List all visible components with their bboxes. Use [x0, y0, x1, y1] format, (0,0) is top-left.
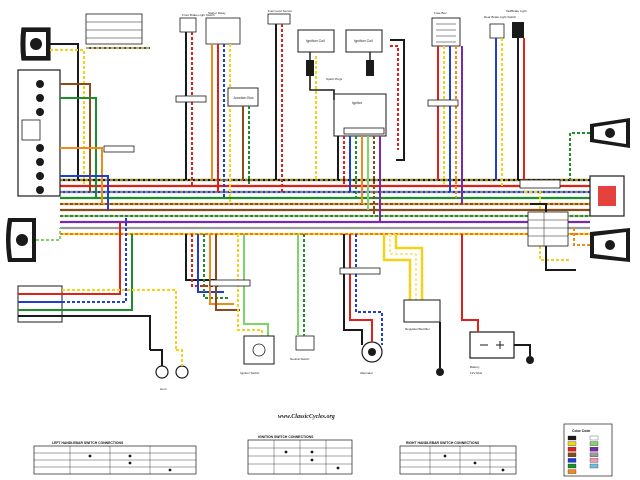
connector-blocks	[103, 95, 561, 287]
horn-label: Horn	[160, 387, 167, 391]
left-handlebar-table: LEFT HANDLEBAR SWITCH CONNECTIONS	[33, 441, 197, 475]
legend-swatch-brown	[567, 452, 577, 457]
starter-relay: Starter Relay	[205, 11, 241, 204]
left-turn-signal	[6, 218, 36, 262]
ignitor-label: Ignitor	[352, 101, 363, 105]
ignition-switch: Ignition Switch	[240, 335, 275, 375]
starter-relay-label: Starter Relay	[208, 11, 226, 15]
left-handlebar-table-title: LEFT HANDLEBAR SWITCH CONNECTIONS	[52, 441, 124, 445]
fuse-box: Fuse Box	[431, 11, 463, 204]
ignition-coil-label-1: Ignition Coil	[306, 39, 325, 43]
legend-swatch-white	[589, 435, 599, 441]
ignition-switch-table-title: IGNITION SWITCH CONNECTIONS	[258, 435, 314, 439]
legend-swatch-red	[567, 447, 577, 452]
right-handlebar-table: RIGHT HANDLEBAR SWITCH CONNECTIONS	[399, 441, 517, 475]
right-rear-turn-signal-bottom	[590, 228, 630, 262]
horn: Horn	[150, 349, 189, 391]
legend-swatch-pink	[589, 458, 599, 463]
legend-swatch-gray	[589, 452, 599, 457]
junction-box-label: Junction Box	[233, 96, 254, 100]
left-wires	[36, 43, 177, 350]
front-brake-switch-label: Front Brake Light Switch	[182, 13, 215, 17]
tail-brake-light-label: Tail/Brake Light	[506, 9, 527, 13]
ignition-coils: Ignition Coil Ignition Coil Spark Plugs	[297, 29, 383, 81]
alternator: Alternator	[343, 234, 383, 375]
front-brake-switch: Front Brake Light Switch	[179, 13, 215, 186]
rear-lamp-cluster	[589, 175, 625, 217]
ignition-switch-table: IGNITION SWITCH CONNECTIONS	[247, 435, 353, 475]
instrument-panel	[17, 69, 61, 197]
tail-brake-light: Tail/Brake Light	[506, 9, 527, 186]
legend-swatch-light-green	[589, 441, 599, 446]
spark-plug-label: Spark Plugs	[326, 77, 343, 81]
junction-box: Junction Box	[227, 87, 259, 186]
regulator-rectifier: Regulator/Rectifier	[403, 299, 441, 331]
legend-swatch-yellow	[567, 441, 577, 446]
battery: Battery 12V 9AH	[436, 234, 534, 376]
rear-brake-switch-label: Rear Brake Light Switch	[484, 15, 517, 19]
neutral-switch: Neutral Switch	[290, 234, 315, 361]
legend-swatch-black	[567, 435, 577, 441]
ignition-coil-label-2: Ignition Coil	[354, 39, 373, 43]
alternator-label: Alternator	[360, 371, 373, 375]
fuel-level-sensor: Fuel Level Sensor	[267, 9, 292, 192]
battery-spec: 12V 9AH	[470, 371, 482, 375]
left-switch-table-box	[85, 13, 150, 49]
legend-swatch-light-blue	[589, 463, 599, 469]
legend-swatch-orange	[567, 469, 577, 474]
legend-swatches	[567, 435, 599, 474]
website-watermark: www.ClassicCycles.org	[278, 414, 335, 420]
right-rear-turn-signal-top	[590, 118, 630, 148]
legend-swatch-blue	[567, 458, 577, 463]
fuse-box-label: Fuse Box	[434, 11, 447, 15]
neutral-switch-label: Neutral Switch	[290, 357, 310, 361]
lower-left-harness	[185, 234, 269, 340]
ignition-switch-label: Ignition Switch	[240, 371, 260, 375]
legend-swatch-purple	[589, 447, 599, 452]
color-legend-title: Color Code	[572, 429, 590, 433]
battery-label: Battery	[470, 365, 480, 369]
rear-brake-switch: Rear Brake Light Switch	[484, 15, 517, 186]
right-switch-table-box	[527, 211, 569, 247]
color-legend: Color Code	[563, 423, 613, 477]
fuel-level-sensor-label: Fuel Level Sensor	[268, 9, 292, 13]
generator-wires	[382, 234, 424, 300]
right-handlebar-table-title: RIGHT HANDLEBAR SWITCH CONNECTIONS	[406, 441, 480, 445]
legend-swatch-green	[567, 463, 577, 469]
regulator-rectifier-label: Regulator/Rectifier	[405, 327, 430, 331]
left-handlebar-switch	[17, 285, 63, 323]
headlight	[20, 27, 51, 61]
